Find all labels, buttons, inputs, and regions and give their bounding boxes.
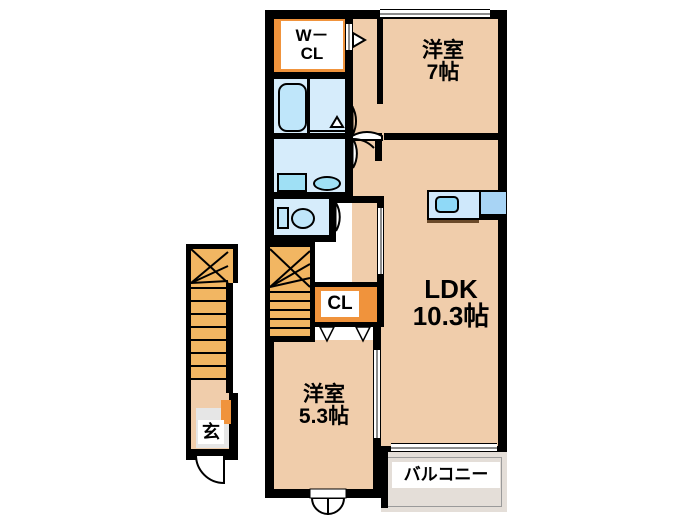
ldk-floor	[373, 136, 498, 446]
bedroom-north-name: 洋室	[422, 38, 464, 62]
bedroom-south-left-wall	[265, 336, 274, 496]
bedroom-south-top-wall	[265, 336, 315, 342]
washing-machine-space	[277, 173, 307, 192]
bedroom-south-floor	[274, 340, 373, 489]
bathtub	[278, 83, 307, 132]
balcony-label: バルコニー	[392, 462, 500, 488]
entrance-label: 玄	[198, 420, 224, 444]
washroom-right-wall	[345, 139, 353, 195]
toilet-bottom-wall	[265, 235, 335, 242]
balcony-left-wall	[381, 446, 388, 508]
exterior-stair-void	[233, 283, 245, 393]
tub-divider	[307, 79, 310, 133]
balcony-sliding-window[interactable]	[391, 443, 497, 452]
closet-cl-label: CL	[321, 291, 359, 317]
bedroom-south-door-left-leaf	[310, 497, 329, 516]
washbasin	[313, 176, 341, 191]
closet-cl-bottom-wall	[312, 322, 384, 327]
outer-wall-bottom	[265, 489, 390, 498]
bedroom-north-window[interactable]	[380, 9, 490, 18]
outer-wall-right	[498, 10, 507, 455]
kitchen-stove-area	[479, 192, 506, 218]
interior-stair-treads[interactable]	[270, 247, 310, 337]
ldk-name: LDK	[424, 273, 478, 304]
toilet-bowl	[291, 208, 315, 229]
wcl-label-line2: CL	[300, 44, 324, 63]
bedroom-south-door-right-leaf	[327, 497, 346, 516]
walk-in-closet-label: W－ CL	[281, 21, 343, 69]
bedroom-north-size: 7帖	[426, 61, 460, 84]
bedroom-north-floor	[352, 19, 498, 136]
kitchen-sink	[435, 196, 459, 213]
bedroom-north-left-wall-upper	[377, 19, 383, 104]
wic-sliding-door[interactable]	[345, 24, 353, 50]
bedroom-north-left-wall-lower	[375, 133, 382, 161]
ldk-label: LDK 10.3帖	[396, 272, 506, 334]
closet-cl-top-wall	[312, 282, 384, 287]
entrance-bottom-wall	[186, 449, 238, 457]
hall-ldk-partition-stub	[377, 272, 384, 284]
ldk-size: 10.3帖	[412, 301, 490, 331]
bedroom-south-sliding-door[interactable]	[373, 350, 381, 438]
closet-cl-right-wall	[377, 282, 384, 327]
washroom-bottom-wall	[265, 192, 353, 199]
bathroom-right-wall	[345, 79, 353, 139]
exterior-stair-inner-wall	[226, 283, 233, 393]
bedroom-north-divider	[384, 133, 498, 140]
bedroom-south-size: 5.3帖	[298, 405, 350, 428]
entrance-wall-right	[229, 393, 238, 455]
closet-cl-door-right	[354, 326, 372, 343]
toilet-tank	[277, 207, 289, 229]
wcl-label-line1: W－	[295, 26, 329, 46]
toilet-right-wall	[329, 199, 336, 242]
bedroom-south-label: 洋室 5.3帖	[281, 378, 367, 434]
entrance-side-floor	[221, 400, 231, 424]
hall-ldk-partition-top	[336, 196, 384, 203]
toilet-door-arc	[335, 202, 341, 232]
bedroom-north-label: 洋室 7帖	[398, 33, 488, 91]
wcl-bottom-wall	[265, 72, 352, 79]
bathroom-bottom-wall	[265, 133, 353, 139]
kitchen-counter-edge	[479, 214, 506, 220]
kitchen-counter-front-line	[427, 220, 479, 223]
closet-cl-door-left	[318, 326, 336, 343]
ldk-sliding-door[interactable]	[377, 208, 384, 274]
bedroom-south-name: 洋室	[303, 382, 345, 406]
